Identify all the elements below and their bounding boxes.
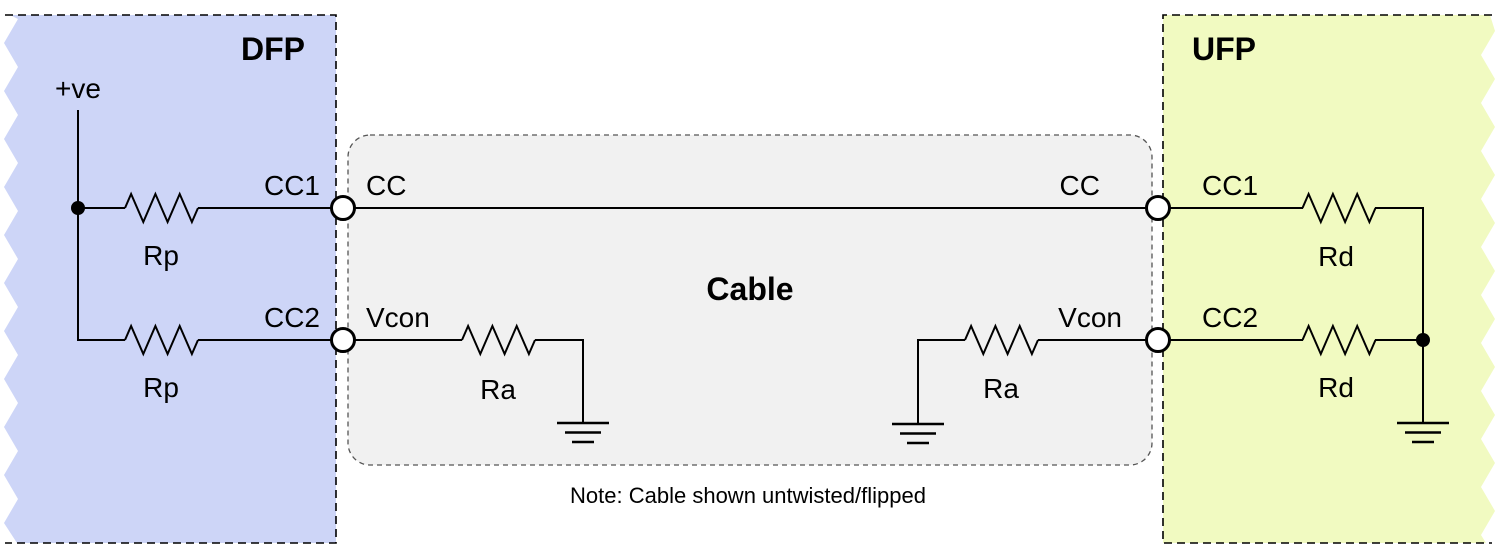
ufp-rd-top-down-wire (1375, 207, 1424, 340)
vcon-left-label: Vcon (366, 302, 430, 333)
ra-left-label: Ra (480, 374, 516, 405)
ra-right-label: Ra (983, 373, 1019, 404)
ufp-border (1162, 14, 1492, 544)
ufp-cc2-label: CC2 (1202, 302, 1258, 333)
cable-cc-left-label: CC (366, 170, 406, 201)
ufp-cc1-label: CC1 (1202, 170, 1258, 201)
rd-bottom-label: Rd (1318, 372, 1354, 403)
rd-top-label: Rd (1318, 241, 1354, 272)
vcon-right-label: Vcon (1058, 302, 1122, 333)
terminal-cc1-right (1145, 195, 1171, 221)
ufp-title: UFP (1192, 31, 1256, 67)
terminal-cc1-left (330, 195, 356, 221)
cable-cc-right-label: CC (1060, 170, 1100, 201)
supply-label: +ve (55, 73, 101, 104)
dfp-title: DFP (241, 31, 305, 67)
ufp-region (1163, 15, 1495, 543)
cable-ra-left-ground-wire (535, 339, 584, 423)
junction-dot-dfp (71, 201, 85, 215)
dfp-cc2-label: CC2 (264, 302, 320, 333)
terminal-cc2-right (1145, 327, 1171, 353)
cable-title: Cable (706, 271, 793, 307)
cable-region (347, 134, 1153, 466)
terminal-cc2-left (330, 327, 356, 353)
cable-ra-right-ground-wire (917, 339, 965, 424)
dfp-region (4, 15, 336, 543)
cable-note: Note: Cable shown untwisted/flipped (570, 483, 926, 508)
dfp-supply-wire (77, 110, 125, 341)
junction-dot-ufp (1416, 333, 1430, 347)
rp-bottom-label: Rp (143, 372, 179, 403)
dfp-cc1-label: CC1 (264, 170, 320, 201)
rp-top-label: Rp (143, 240, 179, 271)
